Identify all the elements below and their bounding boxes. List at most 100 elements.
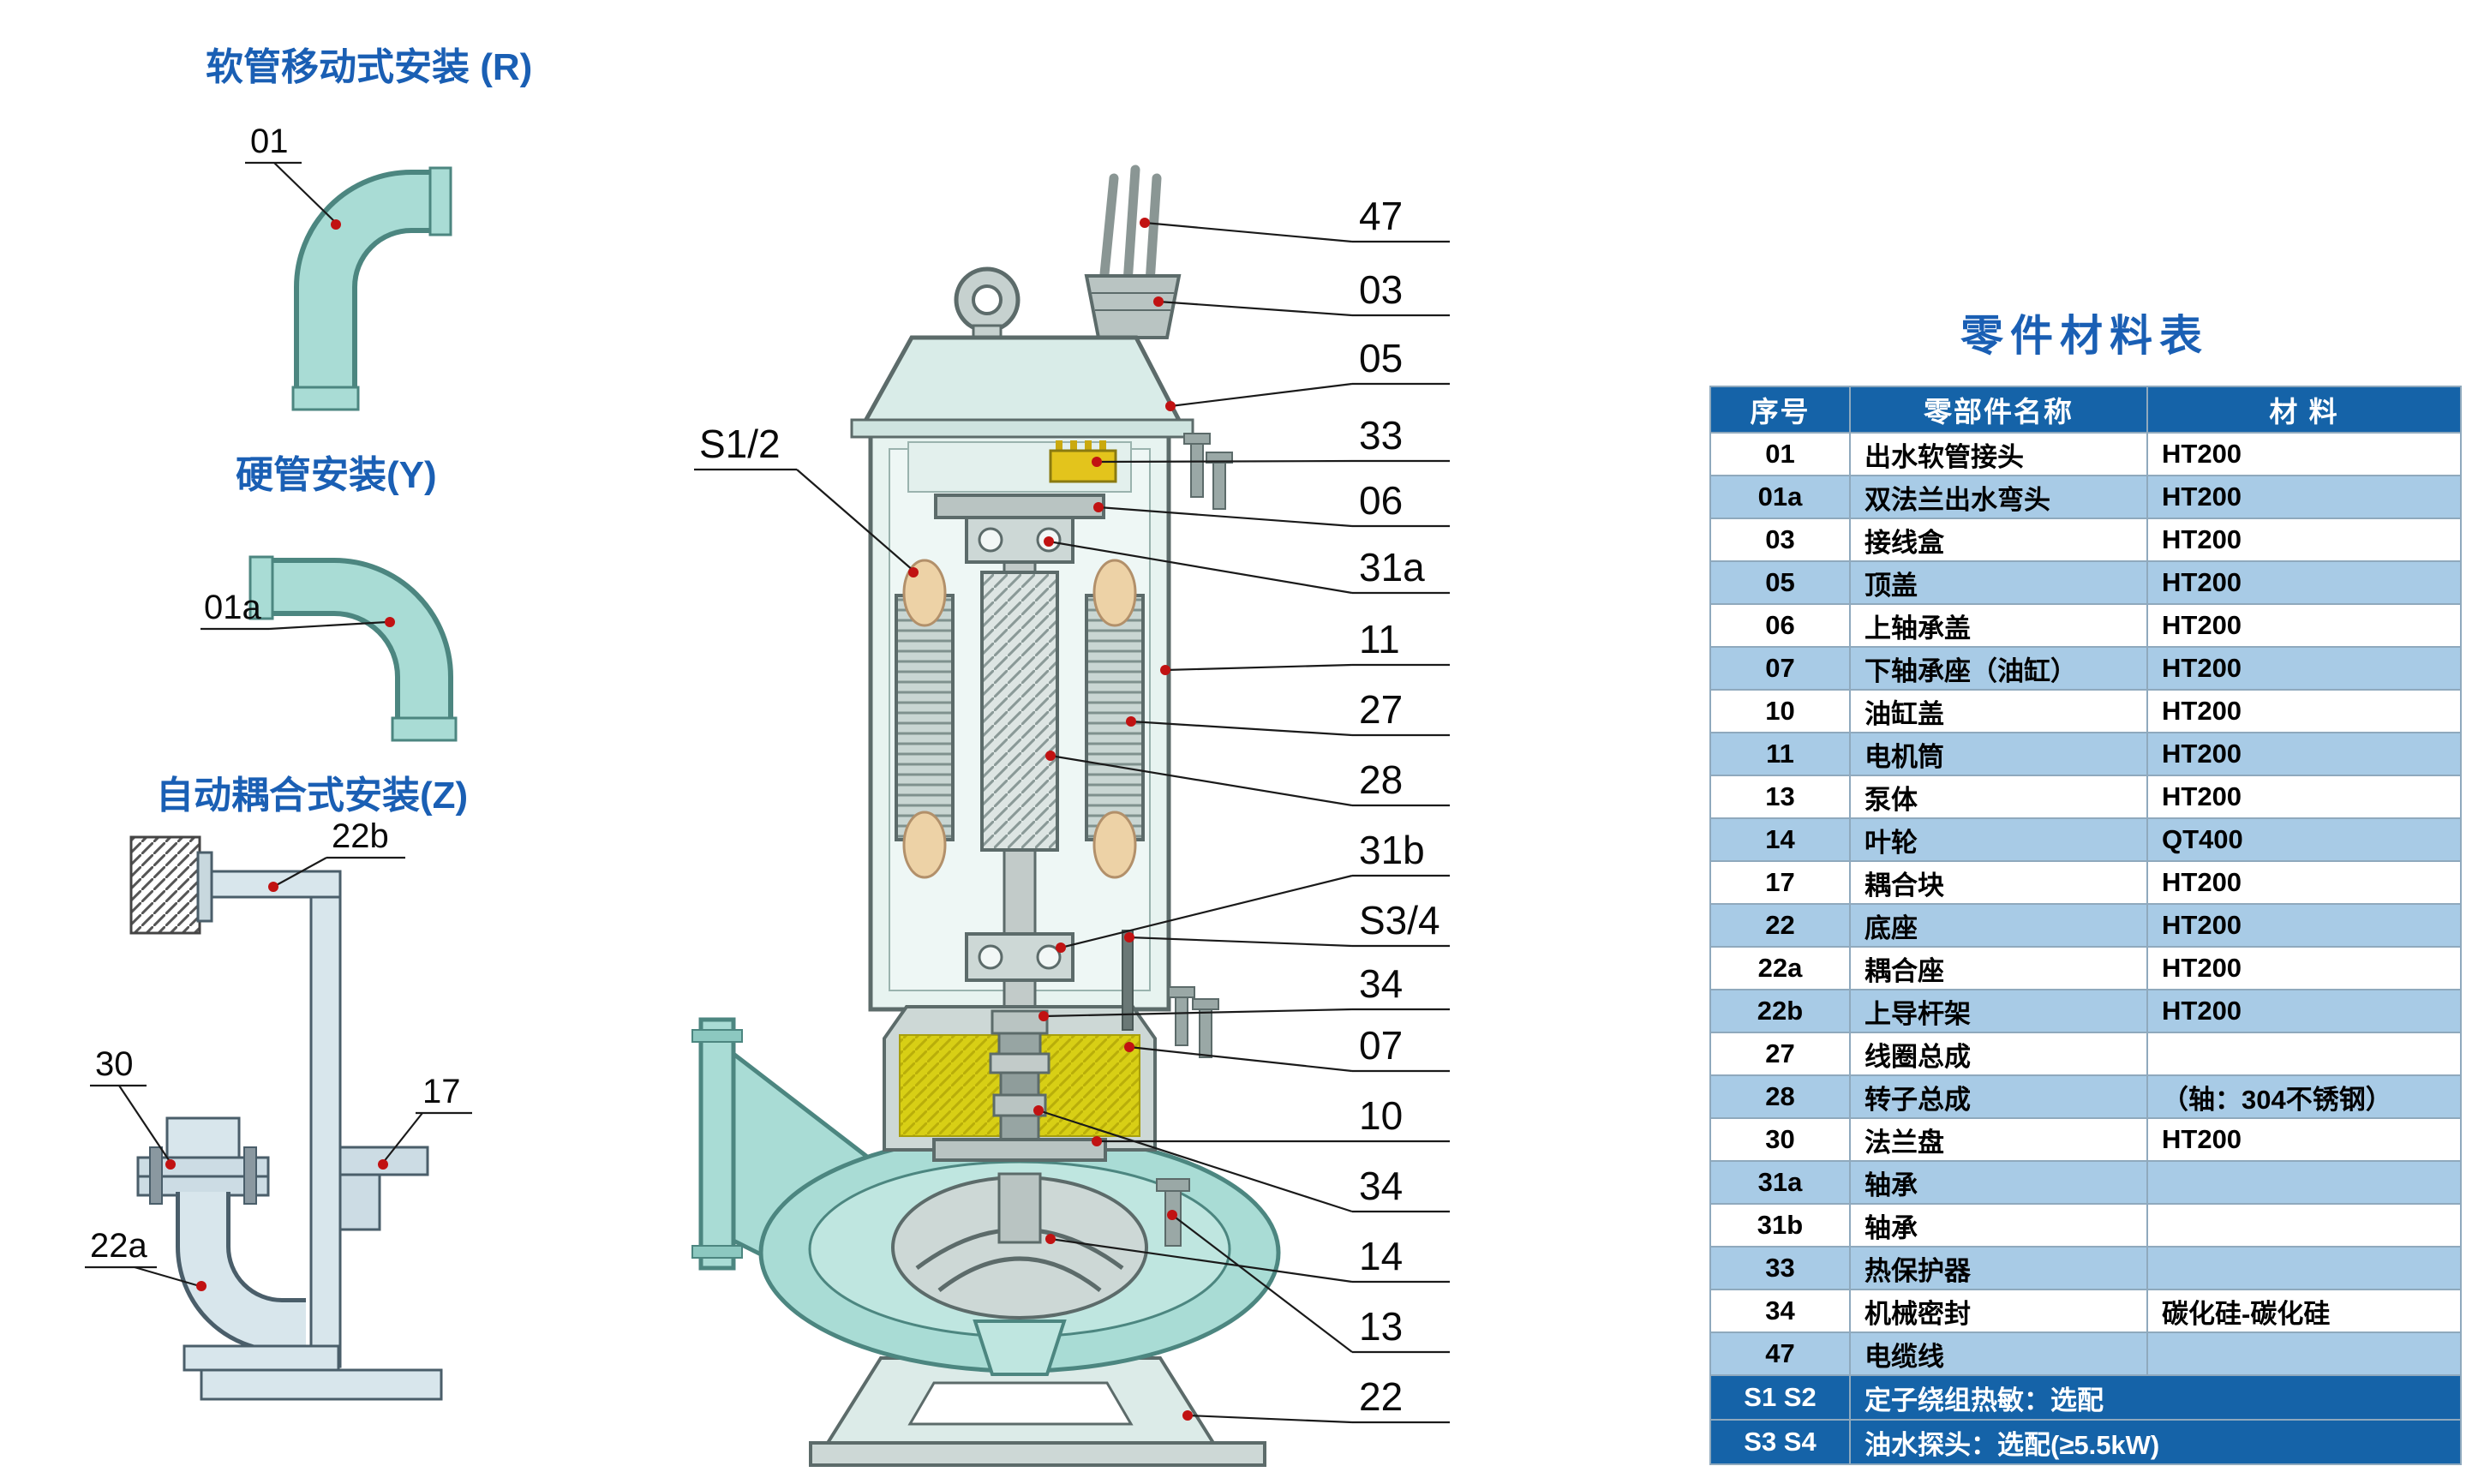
table-header-row: 序号 零部件名称 材 料: [1709, 386, 2462, 434]
callout-06-label: 06: [1359, 478, 1403, 523]
cell-name: 法兰盘: [1849, 1117, 2148, 1162]
stator-right: [1085, 594, 1145, 841]
suction-mouth: [973, 1319, 1067, 1376]
hose-elbow-body: [299, 175, 435, 394]
elbow-foot: [183, 1344, 340, 1372]
seat-stud: [1175, 995, 1188, 1046]
stator-left: [895, 594, 955, 841]
cell-material: HT200: [2146, 646, 2462, 691]
cell-material: HT200: [2146, 946, 2462, 990]
cell-name: 顶盖: [1849, 560, 2148, 605]
cell-name: 转子总成: [1849, 1074, 2148, 1119]
callout-07-label: 07: [1359, 1023, 1403, 1068]
table-footer-row: S3 S4 油水探头：选配(≥5.5kW): [1709, 1419, 2462, 1465]
callout-22b-label: 22b: [332, 818, 389, 855]
parts-table-title: 零件材料表: [1960, 312, 2209, 360]
cell-no: 31b: [1709, 1203, 1851, 1248]
cell-no: 10: [1709, 689, 1851, 733]
cell-footer-desc: 油水探头：选配(≥5.5kW): [1849, 1419, 2462, 1465]
cell-no: 05: [1709, 560, 1851, 605]
base-plate: [200, 1368, 443, 1401]
lower-bearing: [965, 932, 1074, 982]
callout-s34: S3/4: [1124, 898, 1450, 948]
callout-05: 05: [1165, 336, 1450, 411]
cell-material: HT200: [2146, 689, 2462, 733]
callout-07: 07: [1124, 1023, 1450, 1073]
cell-name: 双法兰出水弯头: [1849, 475, 2148, 519]
cell-no: 01a: [1709, 475, 1851, 519]
wall-mount-plate: [196, 851, 213, 923]
cell-material: HT200: [2146, 860, 2462, 905]
rotor: [980, 571, 1059, 852]
cell-material: HT200: [2146, 732, 2462, 776]
pump-cross-section: S1/2 47 03 05 33 06 31a: [691, 165, 1450, 1467]
callout-11: 11: [1160, 617, 1450, 675]
cell-name: 上轴承盖: [1849, 603, 2148, 648]
callout-11-label: 11: [1359, 617, 1400, 661]
cell-name: 底座: [1849, 903, 2148, 948]
riser-pipe: [165, 1116, 241, 1159]
callout-33: 33: [1092, 413, 1450, 467]
cell-no: 22a: [1709, 946, 1851, 990]
pipe-elbow-left-flange: [248, 555, 274, 620]
col-header-name: 零部件名称: [1849, 386, 2148, 434]
callout-05-label: 05: [1359, 336, 1403, 380]
callout-27-label: 27: [1359, 687, 1403, 732]
cell-material: HT200: [2146, 560, 2462, 605]
coupling-claw-17-hook: [338, 1173, 381, 1231]
callout-s12-label: S1/2: [699, 422, 781, 466]
callout-s34-label: S3/4: [1359, 898, 1440, 942]
callout-33-label: 33: [1359, 413, 1403, 458]
upper-bearing: [965, 516, 1074, 564]
cell-no: 22b: [1709, 989, 1851, 1033]
callout-22b: 22b: [268, 818, 405, 892]
cell-material: HT200: [2146, 775, 2462, 819]
cell-material: 碳化硅-碳化硅: [2146, 1289, 2462, 1333]
install-z-diagram: 22b 30 17 22a: [85, 818, 472, 1401]
power-cables: [1098, 165, 1162, 288]
pipe-elbow-body: [270, 563, 448, 724]
flange-bolt-right: [243, 1146, 257, 1205]
install-r-title: 软管移动式安装 (R): [206, 46, 533, 88]
callout-s12: S1/2: [694, 422, 919, 577]
hose-elbow-bottom-flange: [291, 386, 360, 411]
callout-34-upper-label: 34: [1359, 961, 1403, 1006]
callout-03: 03: [1153, 267, 1450, 317]
cell-name: 轴承: [1849, 1160, 2148, 1205]
cell-material: （轴：304不锈钢）: [2146, 1074, 2462, 1119]
top-cover-flange: [850, 418, 1194, 439]
callout-01: 01: [245, 123, 341, 230]
cell-material: QT400: [2146, 817, 2462, 862]
top-cover: [856, 335, 1188, 433]
col-header-no: 序号: [1709, 386, 1851, 434]
cell-name: 机械密封: [1849, 1289, 2148, 1333]
callout-01-label: 01: [250, 123, 289, 160]
cell-material: HT200: [2146, 518, 2462, 562]
cell-name: 泵体: [1849, 775, 2148, 819]
callout-22a: 22a: [85, 1227, 207, 1291]
callout-17-label: 17: [422, 1073, 461, 1110]
guide-rail: [309, 895, 342, 1368]
cell-material: HT200: [2146, 989, 2462, 1033]
cell-no: 13: [1709, 775, 1851, 819]
callout-31a: 31a: [1044, 536, 1450, 595]
cell-material: [2146, 1331, 2462, 1376]
callout-14: 14: [1045, 1234, 1450, 1284]
callout-13-label: 13: [1359, 1304, 1403, 1349]
cell-name: 线圈总成: [1849, 1032, 2148, 1076]
cell-name: 油缸盖: [1849, 689, 2148, 733]
base-plate: [809, 1441, 1266, 1467]
callout-31b: 31b: [1056, 828, 1450, 953]
cell-no: 07: [1709, 646, 1851, 691]
cell-no: 01: [1709, 432, 1851, 476]
callout-01a-label: 01a: [204, 589, 261, 626]
